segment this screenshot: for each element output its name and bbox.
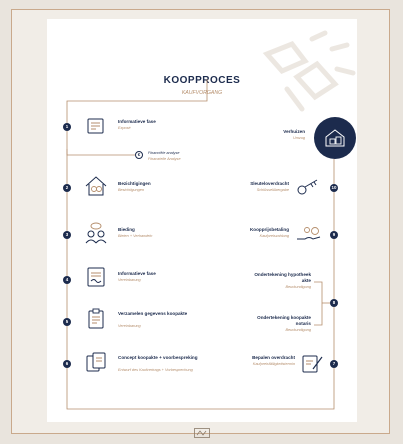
step-10-label: Sleuteloverdracht (250, 181, 289, 186)
finance-label: Financiële analyse (148, 151, 180, 155)
brand-logo-icon (194, 428, 210, 438)
step-4-label: Informatieve fase (118, 271, 156, 276)
mortgage-signing-sub: Beurkundigung (285, 285, 311, 289)
page-subtitle: KAUFVORGANG (181, 90, 223, 96)
step-1-number: 1 (63, 123, 71, 131)
clipboard-icon (88, 308, 104, 329)
step-9-number: 9 (330, 231, 338, 239)
step-4-number: 4 (63, 276, 71, 284)
step-6-number: 6 (63, 360, 71, 368)
step-1-sub: Exposé (118, 126, 131, 130)
step-7-sub: Kaufpreisfälligkeitstermin (252, 362, 295, 366)
step-5-label: Verzamelen gegevens koopakte (118, 311, 188, 316)
moving-label: Verhuizen (283, 129, 305, 134)
sketch-decoration-icon (262, 30, 356, 112)
step-7-label: Bepalen overdracht (252, 355, 295, 360)
house-inspection-icon (85, 176, 107, 196)
notary-signing-label: Ondertekening koopakte notaris (257, 315, 311, 326)
moving-house-badge (314, 117, 356, 159)
step-5-number: 5 (63, 318, 71, 326)
step-8-number: 8 (330, 299, 338, 307)
documents-icon (86, 352, 106, 372)
step-2-sub: Besichtigungen (118, 188, 144, 192)
step-3-sub: Bieten + Verhandeln (118, 234, 153, 238)
signed-document-icon (87, 267, 105, 287)
page-title: KOOPPROCES (163, 75, 241, 86)
finance-sub: Finanzielle Analyse (148, 157, 181, 161)
step-3-number: 3 (63, 231, 71, 239)
moving-house-icon (325, 129, 345, 147)
moving-sub: Umzug (292, 136, 305, 140)
step-2-number: 2 (63, 184, 71, 192)
step-3-label: Bieding (118, 227, 135, 232)
mortgage-signing-label: Ondertekening hypotheek akte (254, 272, 311, 283)
notary-signing-sub: Beurkundigung (285, 328, 311, 332)
document-icon (87, 118, 104, 134)
step-10-sub: Schlüsselübergabe (256, 188, 289, 192)
step-4-sub: Vereinbarung (118, 278, 141, 282)
step-5-sub: Vereinbarung (118, 324, 141, 328)
step-2-label: Bezichtigingen (118, 181, 151, 186)
step-6-sub: Entwurf des Kaufvertrags + Vorbesprechun… (118, 368, 193, 372)
key-icon (297, 179, 318, 195)
step-9-label: Koopprijsbetaling (249, 227, 289, 232)
people-speech-icon (85, 222, 107, 244)
step-6-label: Concept koopakte + voorbespreking (118, 355, 198, 360)
money-hand-icon (297, 227, 321, 240)
poster-paper: KOOPPROCES KAUFVORGANG 1 Informatieve fa… (47, 19, 357, 422)
step-1-label: Informatieve fase (118, 119, 156, 124)
euro-icon: € (135, 151, 143, 159)
step-10-number: 10 (330, 184, 338, 192)
signing-icon (302, 355, 323, 373)
step-7-number: 7 (330, 360, 338, 368)
step-9-sub: Kaufpreiszahlung (259, 234, 289, 238)
